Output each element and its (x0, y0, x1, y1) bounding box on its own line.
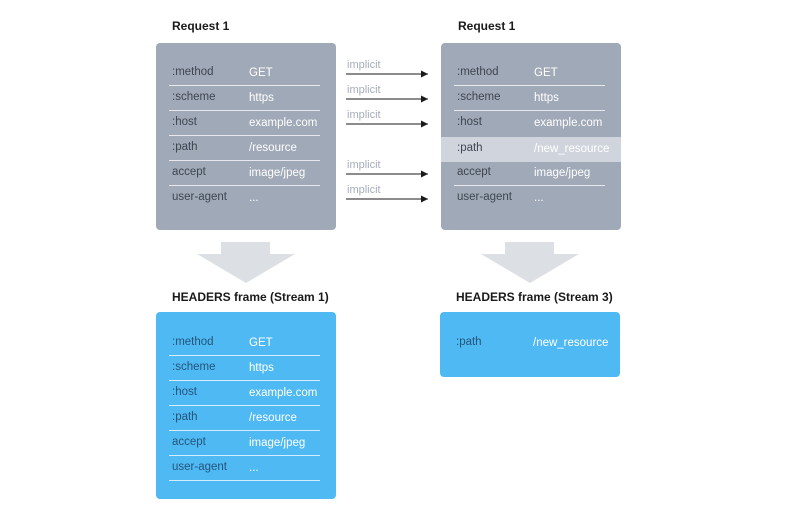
header-row-scheme: :scheme https (156, 86, 336, 111)
header-row-host: :host example.com (156, 111, 336, 136)
row-divider (169, 430, 320, 431)
header-row-method: :method GET (156, 61, 336, 86)
header-key: :host (172, 116, 197, 128)
header-key: :host (172, 386, 197, 398)
left-request-title: Request 1 (172, 19, 230, 33)
header-row-method: :method GET (441, 61, 621, 86)
header-value: image/jpeg (534, 167, 591, 179)
header-value: GET (249, 337, 273, 349)
header-value: https (249, 92, 274, 104)
row-divider (169, 110, 320, 111)
left-frame-box: :method GET :scheme https :host example.… (156, 312, 336, 499)
header-row-user-agent: user-agent ... (441, 186, 621, 211)
left-request-box: :method GET :scheme https :host example.… (156, 43, 336, 230)
header-value: ... (534, 192, 544, 204)
header-row-path-changed: :path /new_resource (441, 137, 621, 162)
header-row-user-agent: user-agent ... (156, 186, 336, 211)
header-row-scheme: :scheme https (441, 86, 621, 111)
header-key: :path (456, 336, 482, 348)
implicit-label: implicit (347, 84, 381, 96)
row-divider (169, 185, 320, 186)
header-value: https (249, 362, 274, 374)
implicit-label: implicit (347, 59, 381, 71)
header-value: /new_resource (534, 143, 610, 155)
down-arrow-right (481, 242, 579, 283)
row-divider (169, 135, 320, 136)
header-value: example.com (249, 117, 318, 129)
row-divider (169, 480, 320, 481)
row-divider (454, 110, 605, 111)
implicit-label: implicit (347, 159, 381, 171)
header-key: :scheme (172, 91, 216, 103)
row-divider (454, 85, 605, 86)
header-key: accept (172, 166, 206, 178)
header-key: :host (457, 116, 482, 128)
row-divider (169, 455, 320, 456)
right-frame-box: :path /new_resource (440, 312, 620, 377)
header-key: user-agent (172, 191, 227, 203)
header-key: :path (172, 411, 198, 423)
down-arrow-left (197, 242, 295, 283)
header-value: image/jpeg (249, 167, 306, 179)
left-frame-title: HEADERS frame (Stream 1) (172, 290, 329, 304)
header-row-host: :host example.com (441, 111, 621, 136)
header-key: user-agent (172, 461, 227, 473)
row-divider (169, 380, 320, 381)
header-key: :method (172, 336, 214, 348)
header-key: :path (457, 142, 483, 154)
header-row-accept: accept image/jpeg (156, 161, 336, 186)
header-key: user-agent (457, 191, 512, 203)
header-value: GET (534, 67, 558, 79)
header-key: accept (457, 166, 491, 178)
row-divider (169, 405, 320, 406)
row-divider (454, 185, 605, 186)
header-row-path: :path /resource (156, 406, 336, 431)
header-row-path: :path /new_resource (440, 331, 620, 356)
header-key: :scheme (172, 361, 216, 373)
right-frame-title: HEADERS frame (Stream 3) (456, 290, 613, 304)
row-divider (169, 85, 320, 86)
header-row-method: :method GET (156, 331, 336, 356)
header-key: :scheme (457, 91, 501, 103)
header-row-user-agent: user-agent ... (156, 456, 336, 481)
implicit-label: implicit (347, 184, 381, 196)
row-divider (169, 160, 320, 161)
header-key: :method (172, 66, 214, 78)
header-key: :method (457, 66, 499, 78)
row-divider (169, 355, 320, 356)
implicit-label: implicit (347, 109, 381, 121)
header-value: ... (249, 192, 259, 204)
header-row-path: :path /resource (156, 136, 336, 161)
header-value: /new_resource (533, 337, 609, 349)
right-request-box: :method GET :scheme https :host example.… (441, 43, 621, 230)
header-row-scheme: :scheme https (156, 356, 336, 381)
header-value: ... (249, 462, 259, 474)
header-row-accept: accept image/jpeg (441, 161, 621, 186)
header-row-accept: accept image/jpeg (156, 431, 336, 456)
right-request-title: Request 1 (458, 19, 516, 33)
header-value: https (534, 92, 559, 104)
header-value: GET (249, 67, 273, 79)
header-value: image/jpeg (249, 437, 306, 449)
header-value: /resource (249, 142, 297, 154)
header-value: example.com (249, 387, 318, 399)
header-value: example.com (534, 117, 603, 129)
header-key: accept (172, 436, 206, 448)
header-key: :path (172, 141, 198, 153)
header-row-host: :host example.com (156, 381, 336, 406)
header-value: /resource (249, 412, 297, 424)
